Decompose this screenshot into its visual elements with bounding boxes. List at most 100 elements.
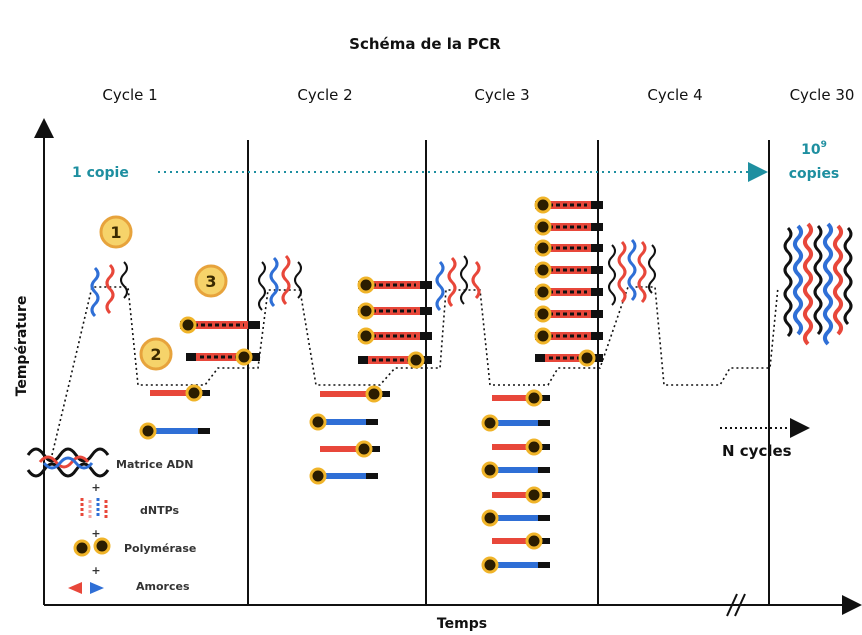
dna-strand-end: [538, 538, 550, 544]
polymerase-icon: [235, 348, 253, 366]
copy-start-label: 1 copie: [72, 165, 129, 181]
step-3-badge: 3: [194, 264, 228, 298]
dna-strand: [492, 515, 538, 521]
polymerase-icon: [139, 422, 157, 440]
x-axis-label: Temps: [437, 616, 487, 632]
polymerase-icon: [534, 305, 552, 323]
diagram-title: Schéma de la PCR: [349, 35, 501, 53]
denatured-strands-cycle-3: [435, 255, 481, 312]
polymerase-icon: [525, 486, 543, 504]
dna-strand-end: [591, 332, 603, 340]
dna-strand-end: [420, 332, 432, 340]
dna-strand: [492, 467, 538, 473]
dna-strand-end: [186, 353, 196, 361]
step-1-badge: 1: [99, 215, 133, 249]
cycle-label-4: Cycle 4: [647, 86, 702, 104]
polymerase-icon: [525, 438, 543, 456]
dna-strand-end: [591, 223, 603, 231]
polymerase-icon: [407, 351, 425, 369]
polymerase-icon: [481, 414, 499, 432]
polymerase-icon: [534, 327, 552, 345]
dna-strand-end: [538, 562, 550, 568]
dna-strand: [320, 391, 378, 397]
dna-products: [139, 196, 603, 574]
dna-strand-end: [538, 395, 550, 401]
dna-strand-end: [538, 492, 550, 498]
legend: Matrice ADN + dNTPs + Polymérase + Amorc…: [26, 447, 196, 594]
dna-strand-end: [378, 391, 390, 397]
dna-strand-end: [591, 201, 603, 209]
primers-icon: [68, 582, 104, 594]
denatured-strands-cycle-2: [258, 254, 302, 311]
dna-strand: [320, 473, 366, 479]
axis-break-icon: [726, 593, 746, 617]
polymerase-icon: [481, 461, 499, 479]
temperature-profile: [51, 286, 779, 456]
dna-strand: [492, 538, 538, 544]
polymerase-icon: [578, 349, 596, 367]
dna-strand: [320, 446, 368, 452]
copy-end-count: 109: [801, 140, 827, 158]
dna-strand-end: [591, 266, 603, 274]
step-2-badge: 2: [139, 337, 173, 371]
polymerase-icon: [309, 467, 327, 485]
dna-strand: [492, 492, 538, 498]
dna-strand-end: [368, 446, 380, 452]
legend-template-label: Matrice ADN: [116, 458, 193, 471]
dna-strand: [492, 444, 538, 450]
svg-text:1: 1: [110, 223, 121, 242]
cycle-label-1: Cycle 1: [102, 86, 157, 104]
legend-plus: +: [91, 527, 100, 540]
copy-end-unit: copies: [789, 166, 840, 182]
dna-strand-end: [420, 281, 432, 289]
dna-strand-end: [535, 354, 545, 362]
legend-primers-label: Amorces: [136, 580, 190, 593]
dna-strand-end: [366, 473, 378, 479]
dna-strand-end: [358, 356, 368, 364]
dna-strand-end: [538, 444, 550, 450]
polymerase-icon: [309, 413, 327, 431]
polymerase-icon: [179, 316, 197, 334]
polymerase-icon: [357, 327, 375, 345]
dna-strand: [545, 288, 591, 296]
legend-polymerase-label: Polymérase: [124, 542, 196, 555]
y-axis-label: Température: [14, 296, 30, 397]
legend-plus: +: [91, 481, 100, 494]
polymerase-icon: [481, 556, 499, 574]
dna-strand-end: [591, 244, 603, 252]
dna-strand: [545, 332, 591, 340]
dna-strand-end: [591, 310, 603, 318]
dna-strand: [492, 420, 538, 426]
dna-strand-end: [248, 353, 260, 361]
polymerase-icon: [365, 385, 383, 403]
polymerase-icon: [534, 196, 552, 214]
dna-strand: [545, 310, 591, 318]
polymerase-icon: [185, 384, 203, 402]
denatured-strands-cycle-30: [783, 222, 853, 346]
polymerase-icon: [355, 440, 373, 458]
polymerase-icon: [534, 218, 552, 236]
dna-strand: [545, 201, 591, 209]
dna-strand: [492, 562, 538, 568]
svg-text:3: 3: [205, 272, 216, 291]
dna-strand-end: [538, 515, 550, 521]
polymerase-icon: [481, 509, 499, 527]
dna-strand: [150, 390, 198, 396]
dna-strand: [545, 354, 591, 362]
dna-template-icon: [26, 447, 110, 478]
dna-strand-end: [591, 288, 603, 296]
dna-strand-end: [420, 356, 432, 364]
polymerase-icon: [525, 389, 543, 407]
polymerase-icon: [534, 283, 552, 301]
dna-strand-end: [591, 354, 603, 362]
n-cycles-label: N cycles: [722, 442, 792, 460]
cycle-label-3: Cycle 3: [474, 86, 529, 104]
dna-strand-end: [538, 420, 550, 426]
dna-strand-end: [198, 390, 210, 396]
polymerase-icon: [525, 532, 543, 550]
dna-strand: [545, 244, 591, 252]
svg-text:2: 2: [150, 345, 161, 364]
dna-strand-end: [366, 419, 378, 425]
cycle-label-30: Cycle 30: [790, 86, 855, 104]
